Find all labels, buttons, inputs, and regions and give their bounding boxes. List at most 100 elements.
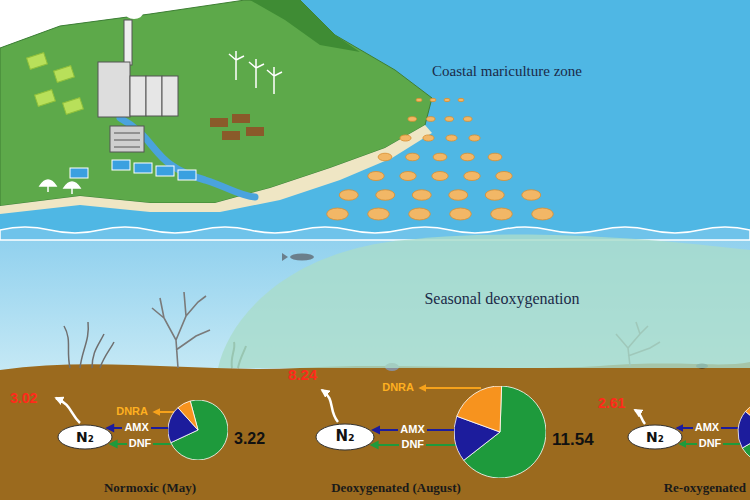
brown-field xyxy=(246,127,264,136)
release-arrow xyxy=(635,410,645,424)
buoy xyxy=(368,208,390,220)
factory-tank xyxy=(130,76,146,116)
process-label: AMX xyxy=(398,423,426,436)
brown-field xyxy=(222,131,240,140)
pie-slice xyxy=(745,404,750,432)
rate-value: 2.61 xyxy=(598,395,625,411)
buoy xyxy=(491,208,513,220)
node-text: N₂ xyxy=(76,429,94,445)
n2-oval: N₂ xyxy=(315,423,375,451)
wind-turbine xyxy=(229,51,244,80)
buoy xyxy=(400,135,411,141)
buoy xyxy=(430,98,436,101)
brown-field xyxy=(210,118,228,127)
rate-value: 8.24 xyxy=(288,366,317,383)
process-label: AMX xyxy=(122,421,150,434)
buoy xyxy=(408,117,417,122)
buoy xyxy=(532,208,554,220)
seagrass xyxy=(64,322,114,368)
island xyxy=(0,0,432,206)
buoy xyxy=(406,153,420,161)
tree xyxy=(64,182,80,194)
tree xyxy=(40,180,56,192)
buoy xyxy=(400,171,416,180)
buoy xyxy=(426,117,435,122)
process-label: DNF xyxy=(127,437,154,450)
pond xyxy=(156,166,174,176)
smoke xyxy=(138,3,152,13)
pie-outline xyxy=(168,400,228,460)
buoy xyxy=(450,208,472,220)
buoy xyxy=(522,190,541,200)
buoy xyxy=(449,190,468,200)
brown-field xyxy=(232,114,250,123)
buoy xyxy=(416,98,422,101)
pie-slice xyxy=(178,401,198,430)
pond xyxy=(70,168,88,178)
buoy xyxy=(327,208,349,220)
release-arrow xyxy=(56,398,80,423)
factory-building xyxy=(98,62,130,117)
factory-building xyxy=(110,126,144,152)
zone-label: Coastal mariculture zone xyxy=(432,63,582,80)
deoxygenation-zone: Seasonal deoxygenation xyxy=(218,228,750,368)
pond xyxy=(112,160,130,170)
field xyxy=(54,66,75,83)
buoy xyxy=(339,190,358,200)
field xyxy=(35,90,56,107)
dnra-arrow xyxy=(154,411,174,413)
dnra-arrow xyxy=(420,387,481,389)
buoy xyxy=(496,171,512,180)
buoy xyxy=(423,135,434,141)
pie-slice xyxy=(738,411,750,448)
wind-turbine xyxy=(249,59,264,88)
buoy xyxy=(409,208,431,220)
n2-oval: N₂ xyxy=(57,424,113,450)
oval-shape xyxy=(628,425,682,449)
rate-total: 11.54 xyxy=(552,430,594,450)
wind-turbine xyxy=(267,67,282,94)
buoy xyxy=(376,190,395,200)
buoy xyxy=(485,190,504,200)
chimney xyxy=(124,20,132,65)
coral xyxy=(152,292,210,368)
buoy xyxy=(458,98,464,101)
pie-chart: 11.54 xyxy=(454,386,594,478)
buoy xyxy=(445,117,454,122)
window-rows xyxy=(114,133,140,147)
period-label: Normoxic (May) xyxy=(104,480,196,495)
fish-tail xyxy=(282,253,288,261)
process-label: DNF xyxy=(697,437,724,450)
buoy xyxy=(432,171,448,180)
buoy xyxy=(461,153,475,161)
rate-total: 3.22 xyxy=(234,430,265,448)
buoy xyxy=(463,117,472,122)
period-label: Re-oxygenated xyxy=(664,480,746,495)
buoy xyxy=(368,171,384,180)
pond xyxy=(134,163,152,173)
sea-surface xyxy=(0,0,750,234)
buoy xyxy=(464,171,480,180)
mountain-ridge xyxy=(250,0,360,52)
buoy xyxy=(444,98,450,101)
factory-tank xyxy=(146,76,162,116)
buoy xyxy=(469,135,480,141)
pie-chart: 3.22 xyxy=(168,400,265,460)
water-column xyxy=(0,234,750,374)
n2-oval: N₂ xyxy=(627,424,683,450)
buoy xyxy=(488,153,502,161)
oval-shape xyxy=(58,425,112,449)
process-label: DNRA xyxy=(382,381,414,394)
node-text: N₂ xyxy=(646,429,664,445)
process-label: DNF xyxy=(399,438,426,451)
fish xyxy=(290,254,314,261)
beach xyxy=(0,125,432,214)
period-label: Deoxygenated (August) xyxy=(331,480,461,495)
buoy xyxy=(412,190,431,200)
buoy xyxy=(433,153,447,161)
node-text: Seasonal deoxygenation xyxy=(424,290,579,308)
field xyxy=(27,53,48,70)
water-surface-wave xyxy=(0,227,750,240)
pond xyxy=(178,170,196,180)
process-label: AMX xyxy=(693,421,721,434)
